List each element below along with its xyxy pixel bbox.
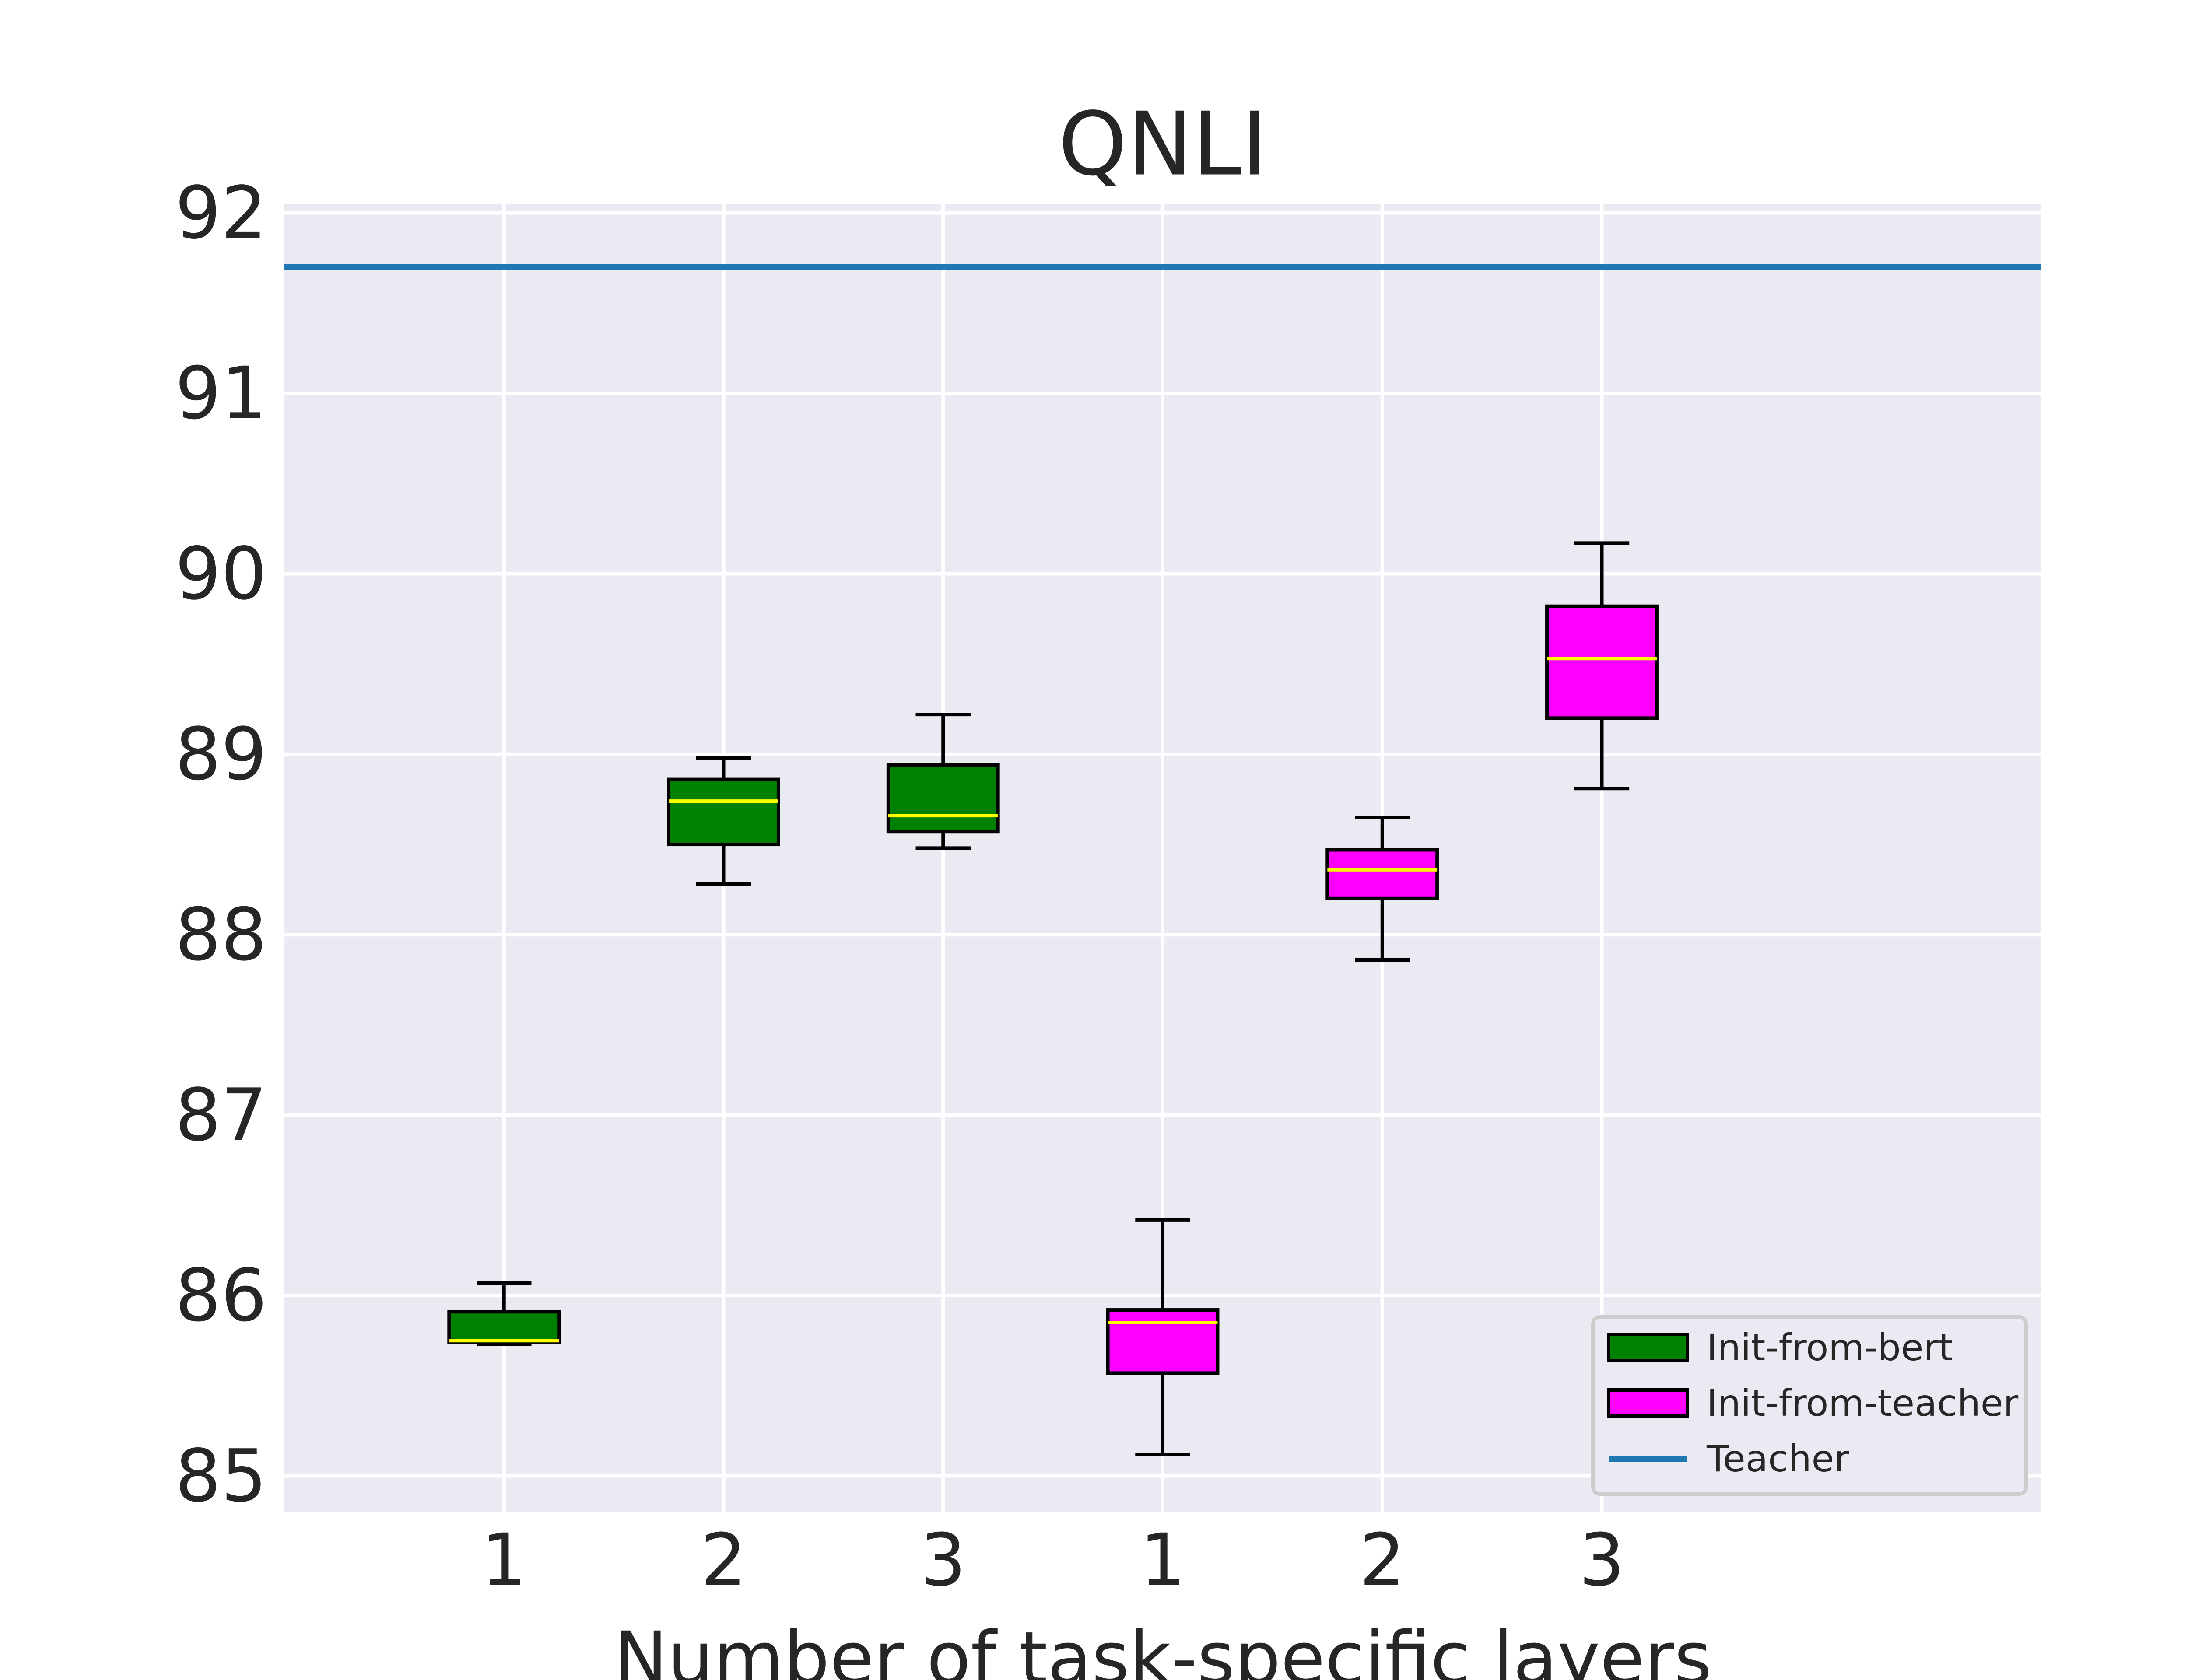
x-tick-label: 2 bbox=[701, 1518, 747, 1602]
box-body bbox=[447, 1310, 561, 1344]
box-body bbox=[1545, 604, 1659, 720]
y-tick-label: 89 bbox=[175, 712, 267, 796]
y-tick-label: 90 bbox=[175, 532, 267, 616]
x-axis-label: Number of task-specific layers bbox=[614, 1616, 1711, 1680]
x-tick-label: 3 bbox=[920, 1518, 966, 1602]
chart-title: QNLI bbox=[1058, 94, 1267, 196]
y-tick-label: 87 bbox=[175, 1073, 267, 1157]
y-tick-label: 86 bbox=[175, 1253, 267, 1337]
y-tick-label: 92 bbox=[175, 171, 267, 255]
y-tick-label: 88 bbox=[175, 892, 267, 976]
box-body bbox=[1106, 1308, 1220, 1375]
x-tick-label: 2 bbox=[1359, 1518, 1405, 1602]
y-tick-label: 91 bbox=[175, 351, 267, 435]
plot-layer: 85 86 87 88 89 90 91 92 1 2 3 1 2 3 QNLI Number of task… bbox=[175, 94, 2041, 1680]
box-body bbox=[667, 777, 780, 847]
x-tick-label: 3 bbox=[1579, 1518, 1625, 1602]
x-tick-label: 1 bbox=[481, 1518, 527, 1602]
legend-swatch bbox=[1607, 1333, 1689, 1362]
box-body bbox=[886, 763, 1000, 834]
box-body bbox=[1325, 848, 1439, 900]
legend-label: Init-from-teacher bbox=[1707, 1382, 2019, 1424]
legend-label: Init-from-bert bbox=[1707, 1326, 1953, 1369]
legend-label: Teacher bbox=[1706, 1437, 1849, 1480]
x-tick-label: 1 bbox=[1140, 1518, 1186, 1602]
legend-box bbox=[1591, 1315, 2028, 1496]
legend-swatch bbox=[1607, 1388, 1689, 1418]
y-tick-label: 85 bbox=[175, 1434, 267, 1518]
